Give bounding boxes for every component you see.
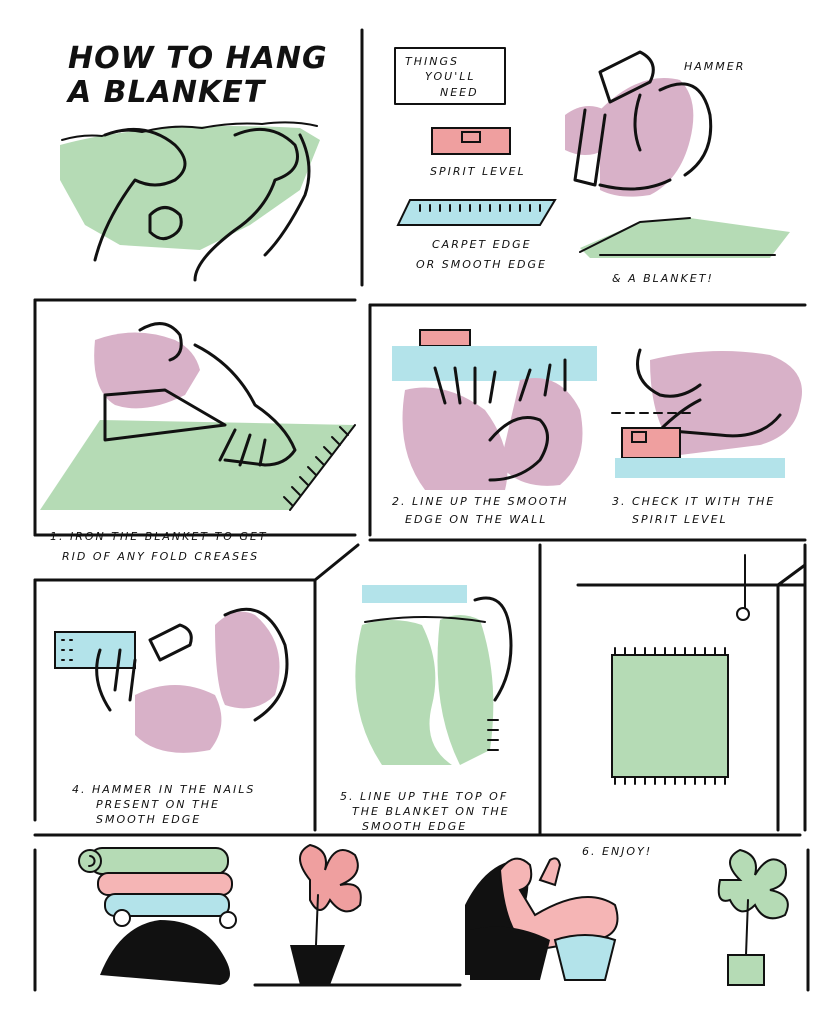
things-heading-box <box>394 47 506 105</box>
potted-plant-illustration <box>290 843 362 985</box>
carpet-edge-illustration <box>396 199 557 226</box>
things-heading-2: YOU'LL <box>425 70 476 83</box>
step3-panel: 3. CHECK IT WITH THE SPIRIT LEVEL <box>611 348 802 526</box>
hung-blanket <box>611 654 729 778</box>
things-heading-1: THINGS <box>405 55 459 68</box>
plant-on-right-illustration <box>717 848 789 986</box>
step4-caption-2: PRESENT ON THE <box>96 798 220 811</box>
step5-caption-2: THE BLANKET ON THE <box>352 805 510 818</box>
room-panel <box>576 554 807 832</box>
carpet-edge-label-2: OR SMOOTH EDGE <box>416 258 547 271</box>
things-panel: THINGS YOU'LL NEED HAMMER SPIRIT LEVEL C… <box>394 47 790 285</box>
hammer-label: HAMMER <box>684 60 745 73</box>
step4-caption-1: 4. HAMMER IN THE NAILS <box>72 783 255 796</box>
title-line-2: A BLANKET <box>66 75 267 110</box>
bottom-panel: 6. ENJOY! <box>78 843 789 986</box>
step4-panel: 4. HAMMER IN THE NAILS PRESENT ON THE SM… <box>54 607 289 826</box>
step5-panel: 5. LINE UP THE TOP OF THE BLANKET ON THE… <box>340 585 513 833</box>
panel-borders <box>33 28 810 992</box>
folded-blanket-illustration <box>579 217 790 258</box>
step2-caption-1: 2. LINE UP THE SMOOTH <box>392 495 568 508</box>
step2-panel: 2. LINE UP THE SMOOTH EDGE ON THE WALL <box>392 329 597 526</box>
step3-caption-1: 3. CHECK IT WITH THE <box>612 495 775 508</box>
step2-caption-2: EDGE ON THE WALL <box>405 513 547 526</box>
title-panel: HOW TO HANG A BLANKET <box>60 41 328 282</box>
step3-caption-2: SPIRIT LEVEL <box>632 513 728 526</box>
person-relaxing-illustration <box>465 857 619 981</box>
person-with-hammer-illustration <box>565 50 713 197</box>
blanket-label: & A BLANKET! <box>612 272 714 285</box>
spirit-level-label: SPIRIT LEVEL <box>430 165 526 178</box>
step1-caption-1: 1. IRON THE BLANKET TO GET <box>50 530 268 543</box>
step6-caption: 6. ENJOY! <box>582 845 652 858</box>
step5-caption-3: SMOOTH EDGE <box>362 820 467 833</box>
step4-caption-3: SMOOTH EDGE <box>96 813 201 826</box>
hands-hanging-blanket-illustration <box>60 121 320 282</box>
things-heading-3: NEED <box>440 86 479 99</box>
step1-caption-2: RID OF ANY FOLD CREASES <box>62 550 259 563</box>
blanket-stack-illustration <box>78 847 237 985</box>
title-line-1: HOW TO HANG <box>68 41 328 76</box>
carpet-edge-label-1: CARPET EDGE <box>432 238 532 251</box>
step1-panel: 1. IRON THE BLANKET TO GET RID OF ANY FO… <box>40 322 356 563</box>
step5-caption-1: 5. LINE UP THE TOP OF <box>340 790 508 803</box>
lightbulb-icon <box>736 607 750 621</box>
